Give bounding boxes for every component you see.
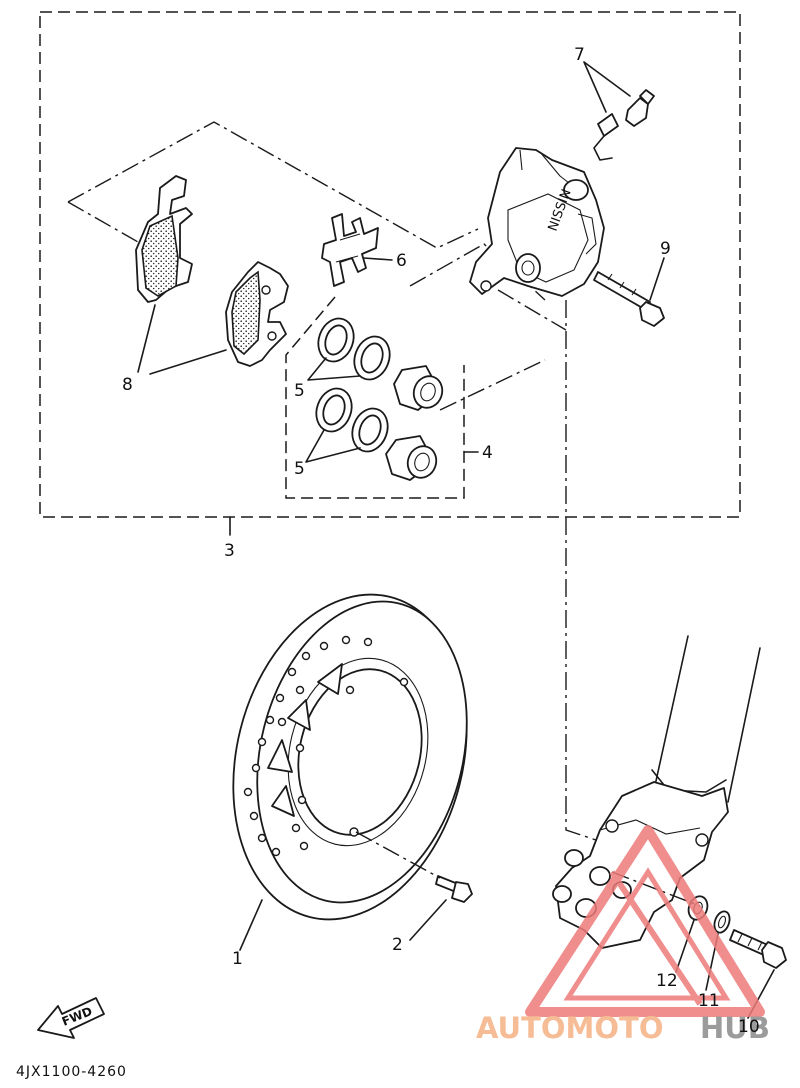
assembly-line-disc-bolt — [355, 831, 441, 879]
drawing-code: 4JX1100-4260 — [16, 1064, 127, 1080]
watermark-text-gray: HUB — [700, 1011, 770, 1045]
callout-5b: 5 — [294, 459, 305, 479]
disc-bolt — [435, 875, 473, 903]
brake-pad-rear — [225, 261, 289, 367]
seal-kit-box — [285, 296, 465, 499]
bleed-screw — [593, 89, 655, 161]
callout-6: 6 — [396, 251, 407, 271]
callout-3: 3 — [224, 541, 235, 561]
assembly-line-mount — [497, 289, 567, 331]
assembly-line-piston — [439, 359, 546, 411]
caliper-assembly-box — [39, 11, 741, 518]
callout-12: 12 — [656, 971, 678, 991]
front-fork — [552, 635, 761, 949]
leader-2 — [409, 899, 447, 941]
leader-5a — [307, 357, 361, 381]
callout-5a: 5 — [294, 381, 305, 401]
leader-7 — [583, 61, 631, 113]
callout-9: 9 — [660, 239, 671, 259]
leader-6 — [363, 257, 393, 261]
caliper-body: NISSIN — [469, 147, 605, 297]
leader-9 — [649, 257, 665, 301]
callout-1: 1 — [232, 949, 243, 969]
automotohub-watermark: AUTOMOTO HUB — [476, 825, 770, 1045]
piston-lower — [385, 435, 438, 481]
leader-5b — [305, 429, 361, 463]
watermark-triangle — [525, 825, 765, 1017]
piston-seals — [315, 317, 391, 453]
callout-2: 2 — [392, 935, 403, 955]
leader-8 — [137, 304, 227, 375]
assembly-line-pads — [67, 121, 479, 249]
fork-bolt-10 — [729, 929, 787, 969]
caliper-bolt — [593, 271, 665, 327]
callout-7: 7 — [574, 45, 585, 65]
assembly-line-fork — [565, 300, 603, 843]
callout-8: 8 — [122, 375, 133, 395]
spring-washer-11 — [713, 910, 731, 934]
brake-disc — [232, 593, 468, 921]
callout-11: 11 — [698, 991, 720, 1011]
callout-10: 10 — [738, 1017, 760, 1037]
fwd-arrow-icon: FWD — [37, 997, 105, 1039]
leader-1 — [239, 899, 263, 951]
assembly-line-pad-left — [67, 201, 139, 243]
watermark-text-orange: AUTOMOTO — [476, 1011, 663, 1045]
leader-12 — [675, 919, 695, 973]
callout-4: 4 — [482, 443, 493, 463]
watermark-triangle-inner — [563, 867, 731, 1001]
piston-upper — [393, 365, 444, 411]
brake-pad-front — [135, 175, 193, 303]
pad-spring — [321, 213, 379, 287]
